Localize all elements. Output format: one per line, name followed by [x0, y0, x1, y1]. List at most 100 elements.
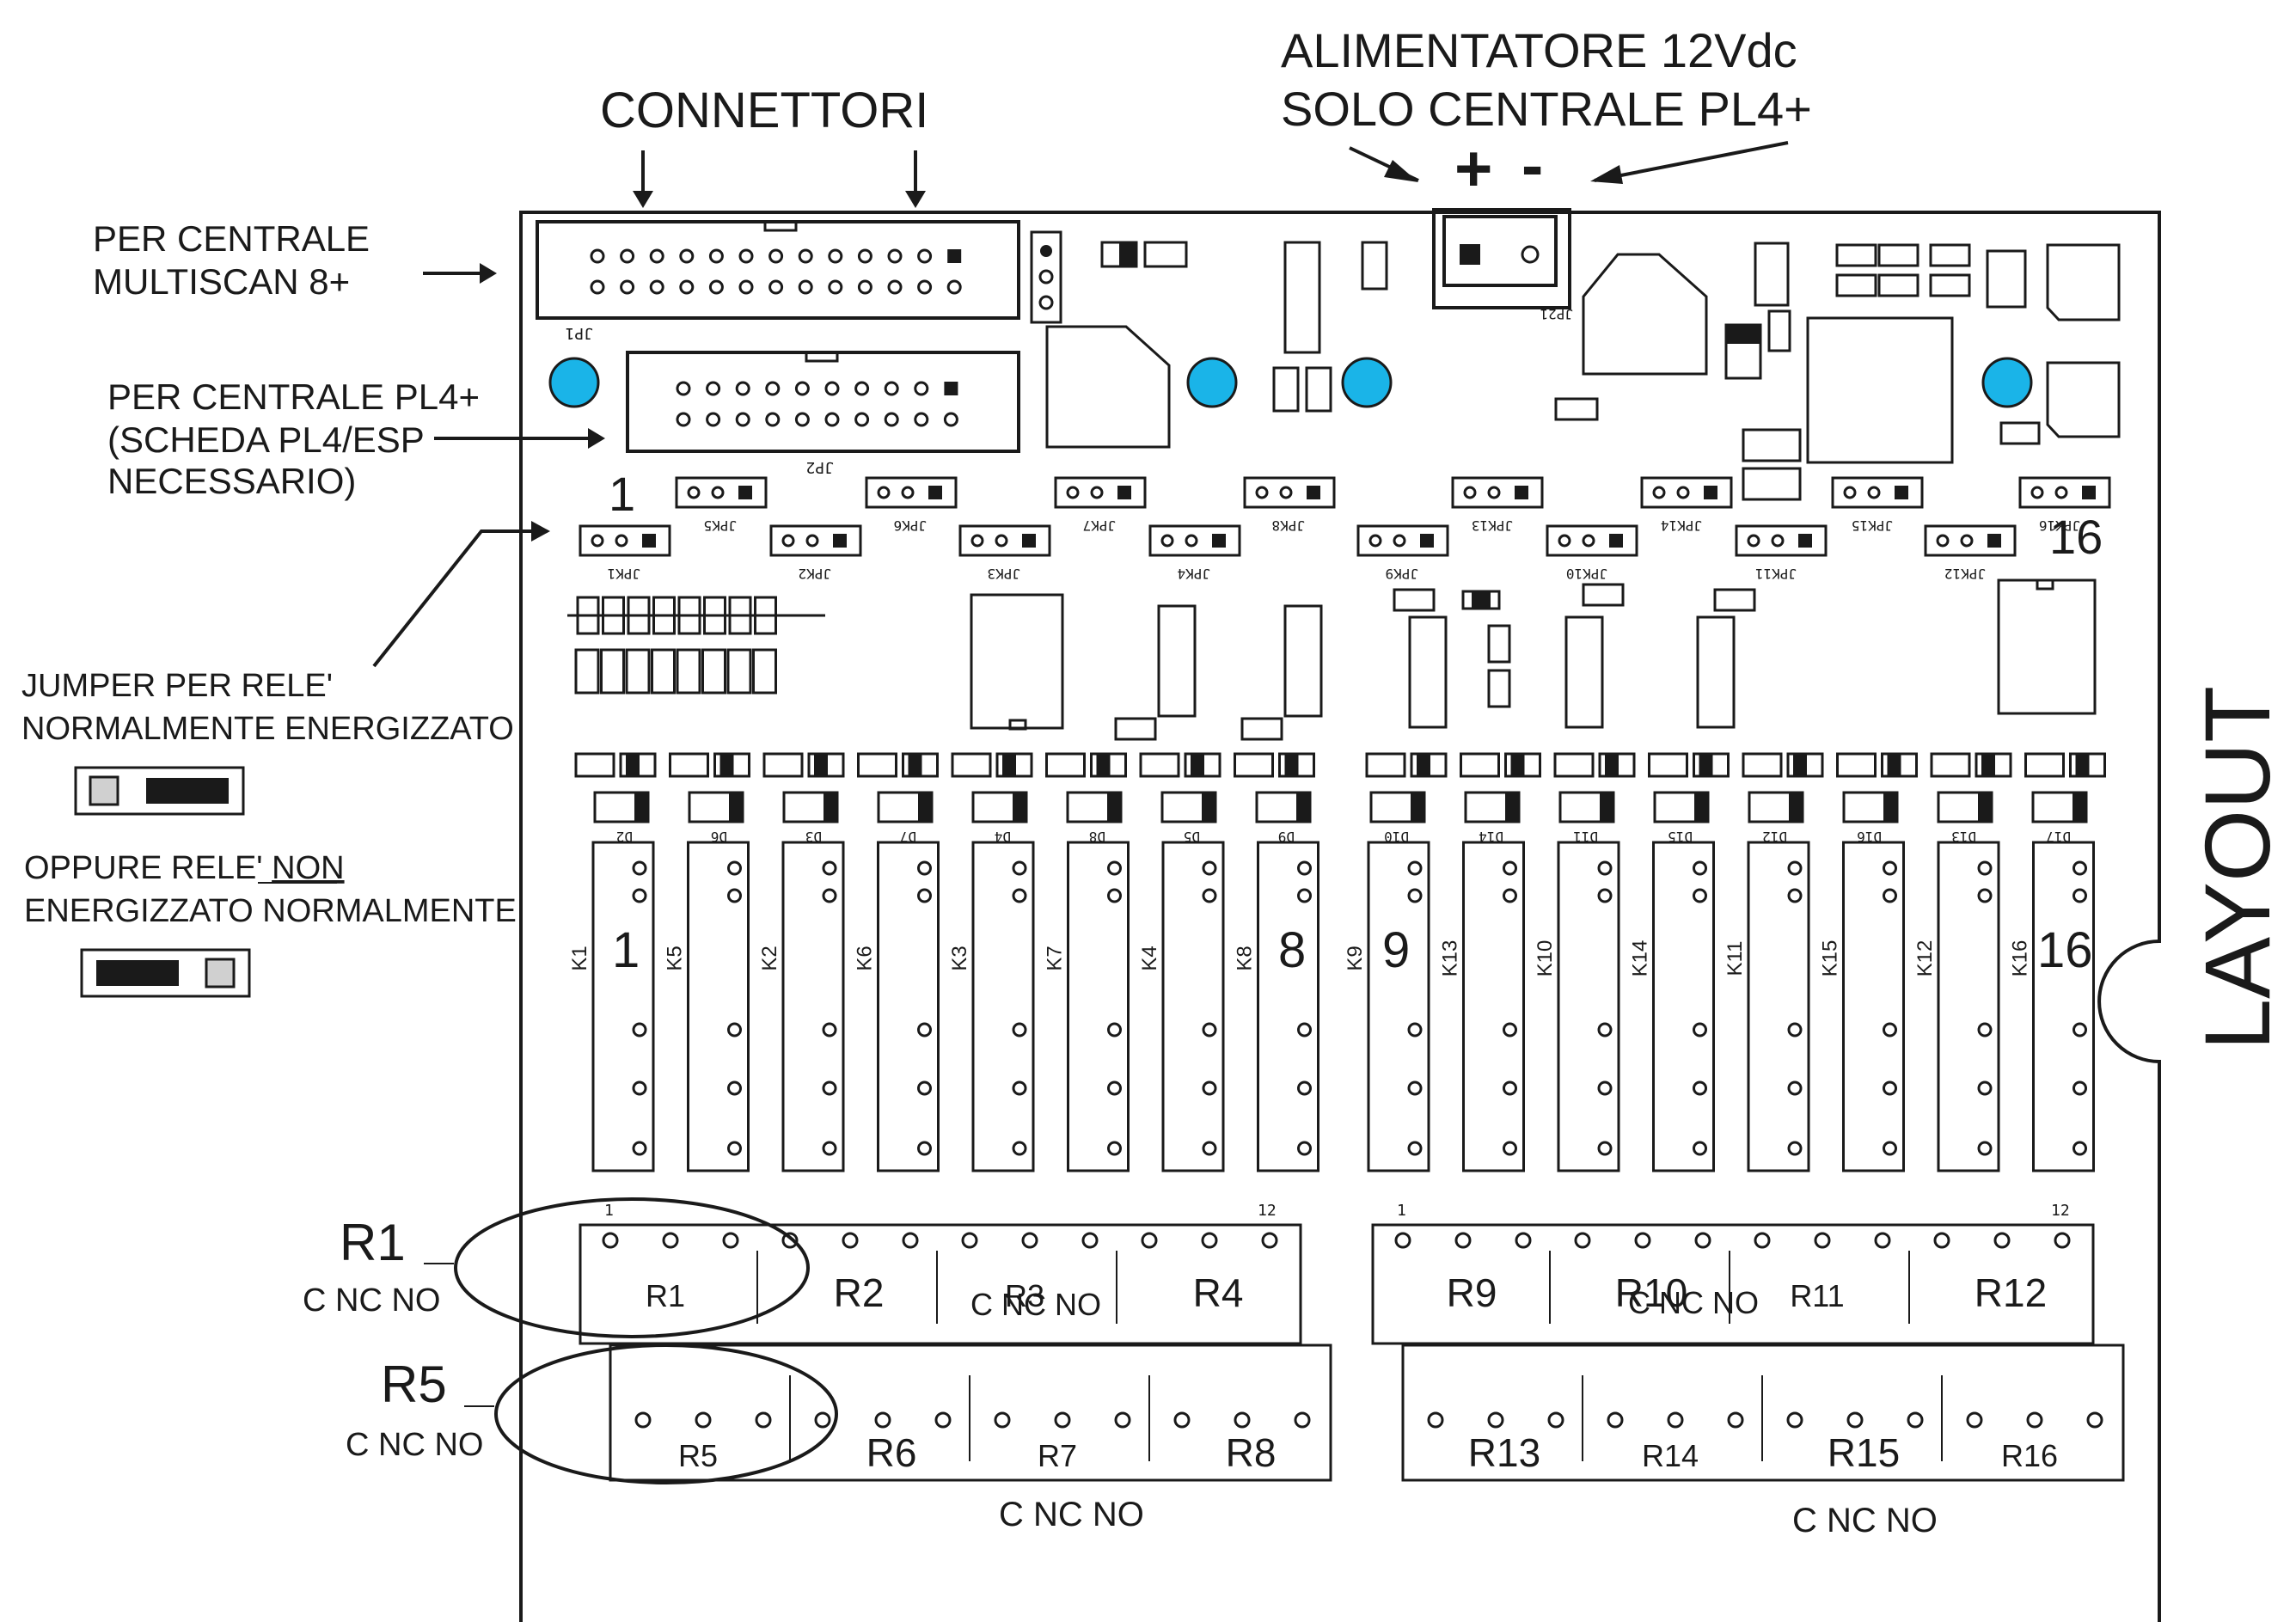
relay-k5: K5 — [664, 841, 750, 1172]
pin — [917, 248, 933, 264]
jumper-jpk13: JPK13 — [1451, 476, 1544, 534]
power-minus-sign: - — [1521, 129, 1543, 202]
svg-text:K11: K11 — [1724, 941, 1747, 976]
arrow-icon — [1384, 160, 1418, 182]
mounting-holes — [548, 357, 2033, 408]
relay-k8: K8 — [1234, 841, 1319, 1172]
diode-d11: D11 — [1558, 791, 1615, 845]
jumper-legend: JUMPER PER RELE' NORMALMENTE ENERGIZZATO… — [21, 668, 517, 998]
multiscan-label-line1: PER CENTRALE — [93, 218, 370, 259]
pin — [679, 248, 695, 264]
pl4-label-line3: NECESSARIO) — [107, 461, 356, 501]
led-resistor — [1836, 752, 1877, 778]
relay-marker-1: 1 — [612, 922, 640, 978]
svg-text:K16: K16 — [2009, 940, 2032, 977]
svg-text:D8: D8 — [1089, 829, 1105, 845]
jumper-jpk15: JPK15 — [1831, 476, 1924, 534]
resistor — [600, 648, 625, 695]
terminal-r15: R15 — [1828, 1430, 1900, 1475]
pin — [854, 412, 870, 427]
relay-k16: K16 — [2009, 841, 2095, 1172]
pin — [708, 279, 724, 295]
callout-r5-contacts: C NC NO — [346, 1427, 483, 1463]
svg-text:1: 1 — [1397, 1202, 1406, 1220]
svg-text:K5: K5 — [664, 946, 687, 970]
pin — [620, 248, 635, 264]
jumper-label: JPK1 — [607, 566, 640, 582]
diode-d7: D7 — [877, 791, 934, 845]
terminal-r9: R9 — [1447, 1270, 1497, 1315]
svg-text:D4: D4 — [995, 829, 1011, 845]
pin — [676, 381, 691, 396]
svg-text:K8: K8 — [1234, 946, 1257, 970]
diode-d5: D5 — [1160, 791, 1217, 845]
led-resistor — [574, 752, 615, 778]
terminal-r3: R3 — [1005, 1278, 1044, 1313]
pin — [887, 279, 903, 295]
pin — [768, 248, 784, 264]
ic-row — [970, 578, 2097, 741]
jumper-label: JPK13 — [1472, 517, 1513, 534]
pin — [884, 381, 899, 396]
led-resistor — [1553, 752, 1595, 778]
relay-k3: K3 — [948, 841, 1035, 1172]
jumper-jpk5: JPK5 — [675, 476, 768, 534]
diode-d13: D13 — [1937, 791, 1993, 845]
callout-r1-label: R1 — [340, 1214, 406, 1271]
svg-text:K3: K3 — [948, 946, 971, 970]
terminal-r10: R10 — [1615, 1270, 1687, 1315]
relay-k9: K9 — [1344, 841, 1430, 1172]
pin — [914, 381, 929, 396]
jumper-deenergized-line1: OPPURE RELE' NON — [24, 850, 345, 886]
terminal-r11: R11 — [1790, 1278, 1844, 1313]
svg-text:K15: K15 — [1819, 940, 1842, 977]
pin — [706, 412, 721, 427]
pin — [914, 412, 929, 427]
pin — [679, 279, 695, 295]
jumper-energized-line1: JUMPER PER RELE' — [21, 668, 333, 704]
terminal-r12: R12 — [1975, 1270, 2047, 1315]
resistor — [701, 648, 726, 695]
svg-text:K10: K10 — [1534, 940, 1557, 977]
svg-text:K6: K6 — [854, 946, 877, 970]
power-label-line1: ALIMENTATORE 12Vdc — [1281, 23, 1797, 77]
pin — [590, 279, 605, 295]
jumper-jpk12: JPK12 — [1924, 524, 2017, 582]
arrow-icon — [1590, 165, 1623, 184]
diode-d12: D12 — [1748, 791, 1804, 845]
terminal-r7: R7 — [1038, 1438, 1077, 1473]
svg-text:1: 1 — [604, 1202, 614, 1220]
pin — [649, 248, 664, 264]
jumper-label: JPK12 — [1944, 566, 1986, 582]
jumper-label: JPK14 — [1661, 517, 1702, 534]
svg-text:D16: D16 — [1857, 829, 1882, 845]
resistor — [676, 648, 701, 695]
pin — [794, 381, 810, 396]
terminal-r4: R4 — [1193, 1270, 1244, 1315]
arrow-icon — [480, 263, 497, 284]
diode-d15: D15 — [1653, 791, 1710, 845]
pin — [854, 381, 870, 396]
resistor — [726, 648, 752, 695]
jumper-jpk4: JPK4 — [1148, 524, 1241, 582]
power-supply-label: ALIMENTATORE 12Vdc SOLO CENTRALE PL4+ + … — [1281, 23, 1812, 322]
jumper-jpk7: JPK7 — [1054, 476, 1147, 534]
svg-text:K12: K12 — [1913, 940, 1937, 977]
terminal-r2: R2 — [834, 1270, 885, 1315]
jumper-jpk8: JPK8 — [1243, 476, 1336, 534]
svg-text:D2: D2 — [616, 829, 633, 845]
svg-text:12: 12 — [2051, 1202, 2070, 1220]
contact-label-right: C NC NO — [1792, 1502, 1938, 1539]
callout-r5: R5 C NC NO — [346, 1344, 838, 1484]
svg-text:D14: D14 — [1479, 829, 1503, 845]
jumper-deenergized-line2: ENERGIZZATO NORMALMENTE — [24, 893, 517, 929]
jumper-jpk1: JPK1 — [579, 524, 671, 582]
diode-d4: D4 — [971, 791, 1028, 845]
board-outline — [519, 211, 2161, 1622]
diode-d14: D14 — [1464, 791, 1521, 845]
led-resistor — [951, 752, 992, 778]
jumper-label: JPK8 — [1271, 517, 1305, 534]
pin — [735, 412, 750, 427]
